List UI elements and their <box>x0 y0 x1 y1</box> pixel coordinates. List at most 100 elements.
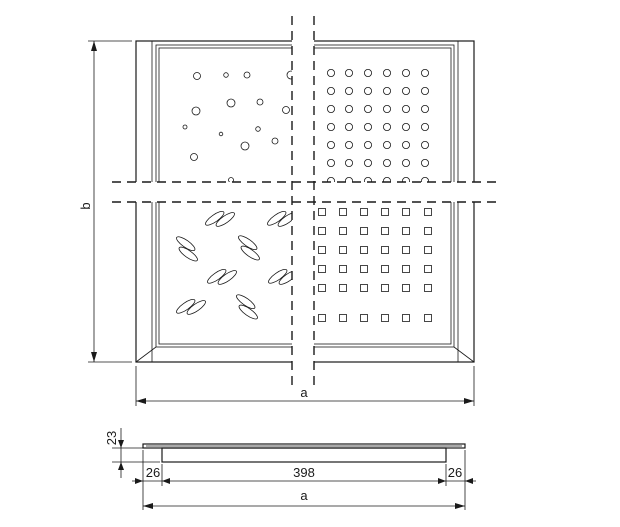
round-hole <box>382 158 391 167</box>
square-hole <box>424 246 432 254</box>
round-hole <box>420 158 429 167</box>
hole <box>282 106 290 114</box>
round-hole <box>382 140 391 149</box>
square-hole <box>318 246 326 254</box>
section-body <box>161 447 447 463</box>
round-hole <box>420 69 429 78</box>
pattern-random-round-holes <box>182 70 296 183</box>
pattern-square-hole-grid <box>318 208 432 322</box>
square-hole <box>381 265 389 273</box>
arrow-head <box>118 462 124 470</box>
section-height-label: 23 <box>104 431 119 445</box>
square-hole <box>360 265 368 273</box>
slot-pair <box>236 294 258 320</box>
hole <box>256 98 264 106</box>
tray-section-view <box>142 443 466 463</box>
slot-pair <box>176 236 198 262</box>
square-hole <box>402 284 410 292</box>
square-hole <box>360 314 368 322</box>
round-hole <box>344 158 353 167</box>
square-hole <box>424 314 432 322</box>
square-hole <box>424 284 432 292</box>
arrow-head <box>91 352 97 362</box>
hole <box>223 72 229 78</box>
square-hole <box>381 246 389 254</box>
round-hole <box>420 87 429 96</box>
square-hole <box>318 314 326 322</box>
horizontal-break-band <box>114 182 496 202</box>
slot-pair <box>205 210 235 227</box>
corner-bevel-left <box>135 346 157 363</box>
right-flange-label: 26 <box>448 465 462 480</box>
arrow-head <box>455 503 465 509</box>
pattern-oval-slot-pairs <box>176 210 298 320</box>
arrow-head <box>162 478 170 484</box>
dimension-a-plan: a <box>135 366 475 406</box>
arrow-head <box>465 478 473 484</box>
arrow-head <box>143 503 153 509</box>
square-hole <box>318 208 326 216</box>
arrow-head <box>135 478 143 484</box>
dimension-section-widths: 26 398 26 <box>132 450 476 510</box>
section-total-label: a <box>300 488 308 503</box>
round-hole <box>326 158 335 167</box>
arrow-head <box>118 440 124 448</box>
square-hole <box>318 265 326 273</box>
dimension-a-label: a <box>300 385 308 400</box>
square-hole <box>424 208 432 216</box>
hole <box>271 137 279 145</box>
round-hole <box>401 105 410 114</box>
round-hole <box>326 69 335 78</box>
hole <box>240 141 250 151</box>
pattern-round-hole-grid <box>326 69 429 185</box>
square-hole <box>339 246 347 254</box>
dimension-a-section: a <box>143 488 465 509</box>
hole <box>218 131 224 137</box>
round-hole <box>401 87 410 96</box>
round-hole <box>363 158 372 167</box>
hole <box>190 153 198 161</box>
square-hole <box>360 246 368 254</box>
corner-bevel-right <box>453 346 475 363</box>
square-hole <box>424 265 432 273</box>
arrow-head <box>438 478 446 484</box>
round-hole <box>401 69 410 78</box>
square-hole <box>381 227 389 235</box>
square-hole <box>339 227 347 235</box>
square-hole <box>424 227 432 235</box>
hole <box>191 106 201 116</box>
square-hole <box>360 208 368 216</box>
round-hole <box>401 158 410 167</box>
round-hole <box>382 105 391 114</box>
dimension-section-height: 23 <box>104 428 160 478</box>
square-hole <box>402 314 410 322</box>
round-hole <box>344 69 353 78</box>
slot-pair <box>238 235 260 261</box>
square-hole <box>360 284 368 292</box>
square-hole <box>381 314 389 322</box>
arrow-head <box>136 398 146 404</box>
round-hole <box>420 123 429 132</box>
inner-width-label: 398 <box>293 465 315 480</box>
square-hole <box>339 314 347 322</box>
hole <box>193 72 201 80</box>
square-hole <box>339 208 347 216</box>
round-hole <box>344 105 353 114</box>
round-hole <box>344 123 353 132</box>
round-hole <box>326 105 335 114</box>
hole <box>243 71 251 79</box>
square-hole <box>402 208 410 216</box>
round-hole <box>326 123 335 132</box>
hole <box>226 98 236 108</box>
square-hole <box>339 265 347 273</box>
round-hole <box>382 87 391 96</box>
round-hole <box>326 140 335 149</box>
round-hole <box>363 87 372 96</box>
round-hole <box>401 123 410 132</box>
round-hole <box>382 69 391 78</box>
square-hole <box>339 284 347 292</box>
round-hole <box>344 140 353 149</box>
round-hole <box>326 87 335 96</box>
square-hole <box>360 227 368 235</box>
round-hole <box>363 69 372 78</box>
